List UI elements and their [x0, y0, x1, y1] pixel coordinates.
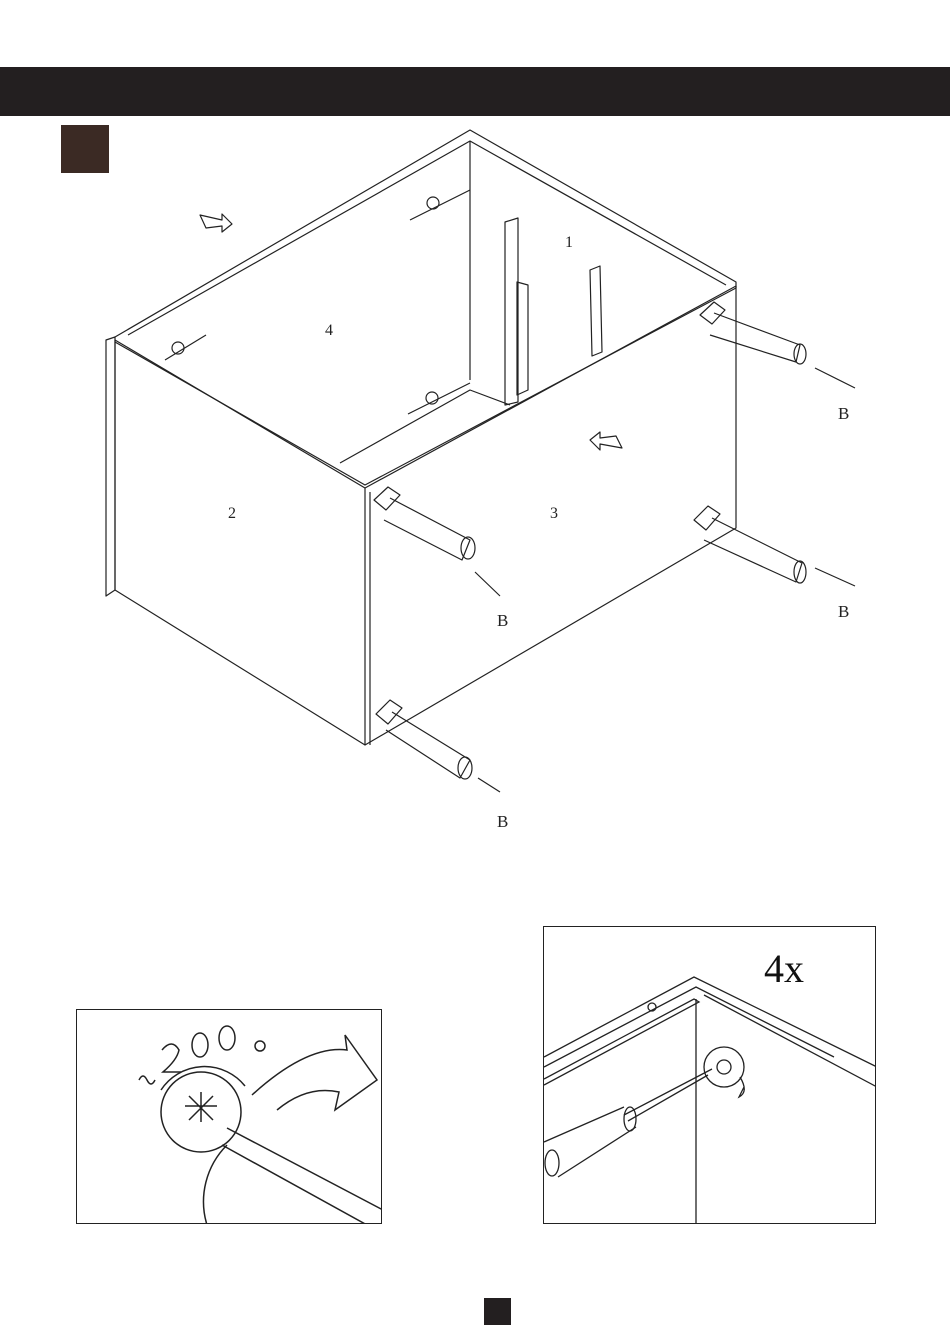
header-bar	[0, 67, 950, 116]
leg-front-left	[374, 487, 500, 596]
tilde-glyph	[139, 1076, 155, 1084]
cam-bolt-left	[165, 335, 206, 360]
side-edge	[704, 995, 876, 1087]
leg-back-right	[700, 302, 855, 388]
left-side-panel	[115, 340, 365, 745]
detail-cam-lock: 4x	[543, 926, 876, 1224]
cam-center	[717, 1060, 731, 1074]
cross-slot	[185, 1092, 217, 1122]
cam-lock-back-top	[427, 197, 439, 209]
handle-end	[545, 1150, 559, 1176]
cabinet-assembly-drawing: 1 2 3 4 B B B B	[0, 120, 950, 840]
arrow-icon-left	[200, 214, 232, 232]
leg-front-right	[694, 506, 855, 586]
cam-lock	[704, 1047, 744, 1087]
digit-0-glyph	[192, 1033, 208, 1057]
rotation-arrow-icon	[252, 1035, 377, 1110]
rotation-detail-svg	[77, 1010, 382, 1224]
screw-label-b: B	[497, 611, 508, 631]
panel-label-3: 3	[550, 505, 558, 523]
cam-lock-detail-svg	[544, 927, 876, 1224]
panel-inner-edge	[544, 987, 834, 1067]
screwdriver-bit	[624, 1069, 712, 1121]
panel-label-1: 1	[565, 234, 573, 252]
cam-bolt-back-bottom	[408, 383, 470, 414]
quantity-label: 4x	[764, 945, 804, 992]
inner-bottom	[340, 390, 510, 463]
handle-collar	[624, 1107, 636, 1131]
screwdriver-shaft	[222, 1128, 382, 1224]
arrow-icon-right	[590, 432, 622, 450]
degree-glyph	[255, 1041, 265, 1051]
slide-left	[505, 218, 518, 405]
leg-front-bottom	[376, 700, 500, 792]
screw-label-b: B	[497, 812, 508, 832]
panel-label-2: 2	[228, 505, 236, 523]
panel-label-4: 4	[325, 322, 333, 340]
slide-right	[590, 266, 602, 356]
cam-bolt-back-top	[410, 190, 470, 220]
top-rim	[115, 130, 736, 337]
left-panel-edge	[106, 337, 115, 596]
screw-label-b: B	[838, 602, 849, 622]
screwdriver-handle	[544, 1107, 636, 1177]
cabinet-svg	[0, 120, 950, 840]
top-rim-inner	[128, 141, 726, 335]
digit-0-glyph	[219, 1026, 235, 1050]
slide-left-bracket	[517, 282, 528, 395]
digit-2-glyph	[162, 1044, 181, 1072]
lower-arc	[204, 1145, 227, 1224]
panel-shelf	[544, 999, 699, 1085]
screw-label-b: B	[838, 404, 849, 424]
detail-rotation	[76, 1009, 382, 1224]
page-marker	[484, 1298, 511, 1325]
